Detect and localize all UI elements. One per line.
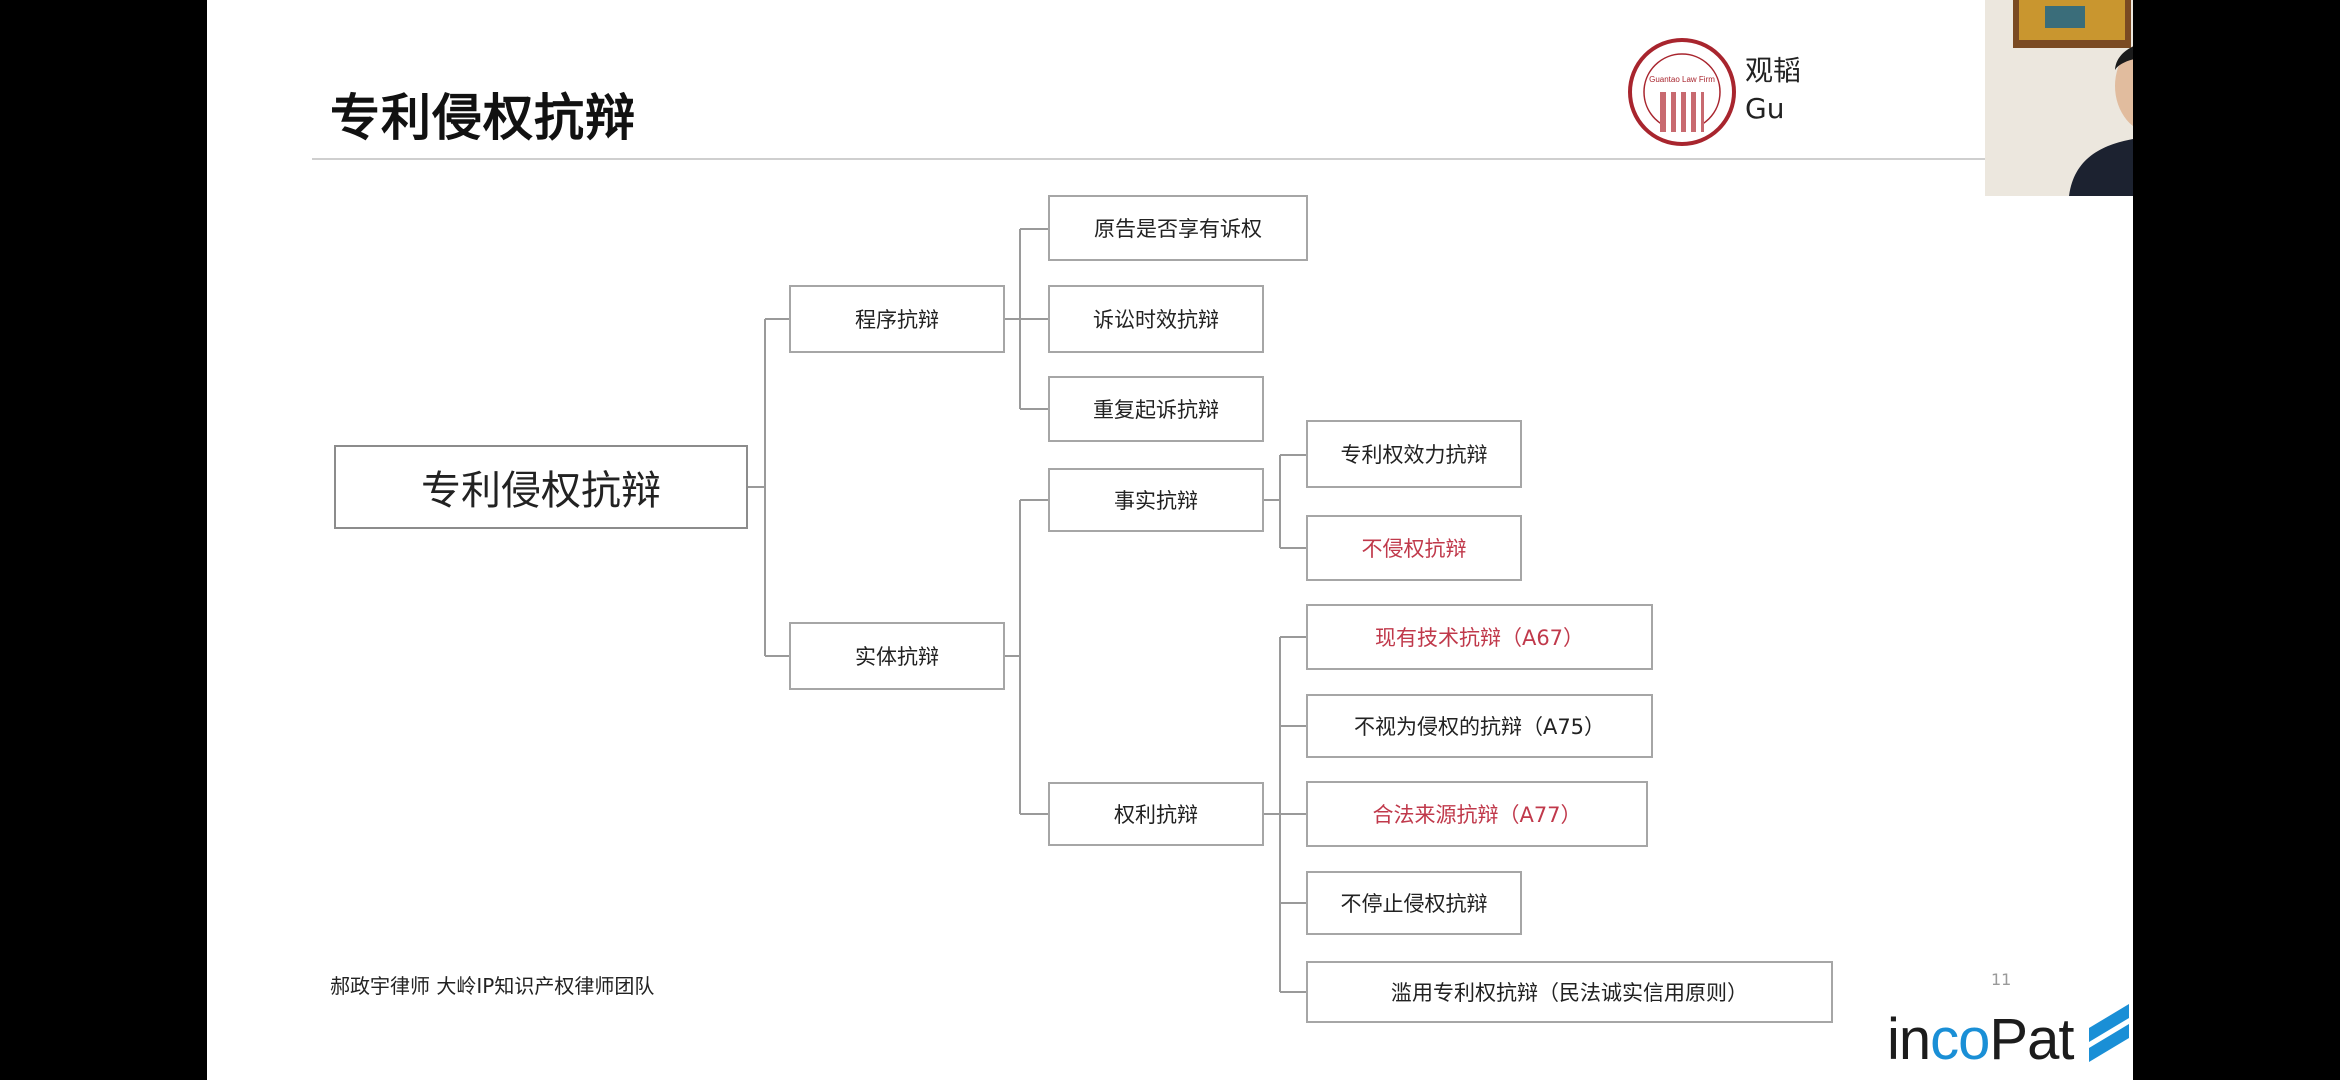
node-proc-child-1: 原告是否享有诉权	[1048, 195, 1308, 261]
node-proc-child-2: 诉讼时效抗辩	[1048, 285, 1264, 353]
node-right-child-1: 现有技术抗辩（A67）	[1306, 604, 1653, 670]
law-firm-seal-icon: Guantao Law Firm	[1628, 38, 1736, 146]
node-procedural: 程序抗辩	[789, 285, 1005, 353]
node-right-child-4: 不停止侵权抗辩	[1306, 871, 1522, 935]
node-right-child-3: 合法来源抗辩（A77）	[1306, 781, 1648, 847]
presentation-slide: 专利侵权抗辩 Guantao Law Firm 观韬 Gu	[207, 0, 2133, 1080]
node-fact: 事实抗辩	[1048, 468, 1264, 532]
webcam-video	[1985, 0, 2133, 196]
diagram-connectors	[748, 228, 1306, 993]
node-root: 专利侵权抗辩	[334, 445, 748, 529]
incopat-flag-icon	[2089, 1004, 2129, 1062]
node-fact-child-2: 不侵权抗辩	[1306, 515, 1522, 581]
title-divider	[312, 158, 2012, 160]
node-proc-child-3: 重复起诉抗辩	[1048, 376, 1264, 442]
law-firm-name: 观韬 Gu	[1745, 52, 1801, 128]
law-firm-name-en: Gu	[1745, 92, 1785, 125]
incopat-suffix: Pat	[1989, 1007, 2074, 1072]
node-right-child-5: 滥用专利权抗辩（民法诚实信用原则）	[1306, 961, 1833, 1023]
law-firm-name-cn: 观韬	[1745, 54, 1802, 87]
incopat-logo: incoPat	[1887, 1000, 2133, 1080]
slide-title: 专利侵权抗辩	[330, 89, 636, 147]
incopat-wordmark: incoPat	[1887, 1006, 2074, 1073]
incopat-accent: co	[1930, 1007, 1990, 1072]
node-fact-child-1: 专利权效力抗辩	[1306, 420, 1522, 488]
node-substantive: 实体抗辩	[789, 622, 1005, 690]
node-right-child-2: 不视为侵权的抗辩（A75）	[1306, 694, 1653, 758]
footer-author: 郝政宇律师 大岭IP知识产权律师团队	[330, 974, 655, 998]
law-firm-logo: Guantao Law Firm	[1624, 36, 1744, 148]
presenter-video-frame	[1985, 0, 2133, 196]
incopat-prefix: in	[1887, 1007, 1931, 1072]
page-number: 11	[1991, 970, 2012, 989]
node-right: 权利抗辩	[1048, 782, 1264, 846]
seal-text: Guantao Law Firm	[1649, 75, 1715, 84]
